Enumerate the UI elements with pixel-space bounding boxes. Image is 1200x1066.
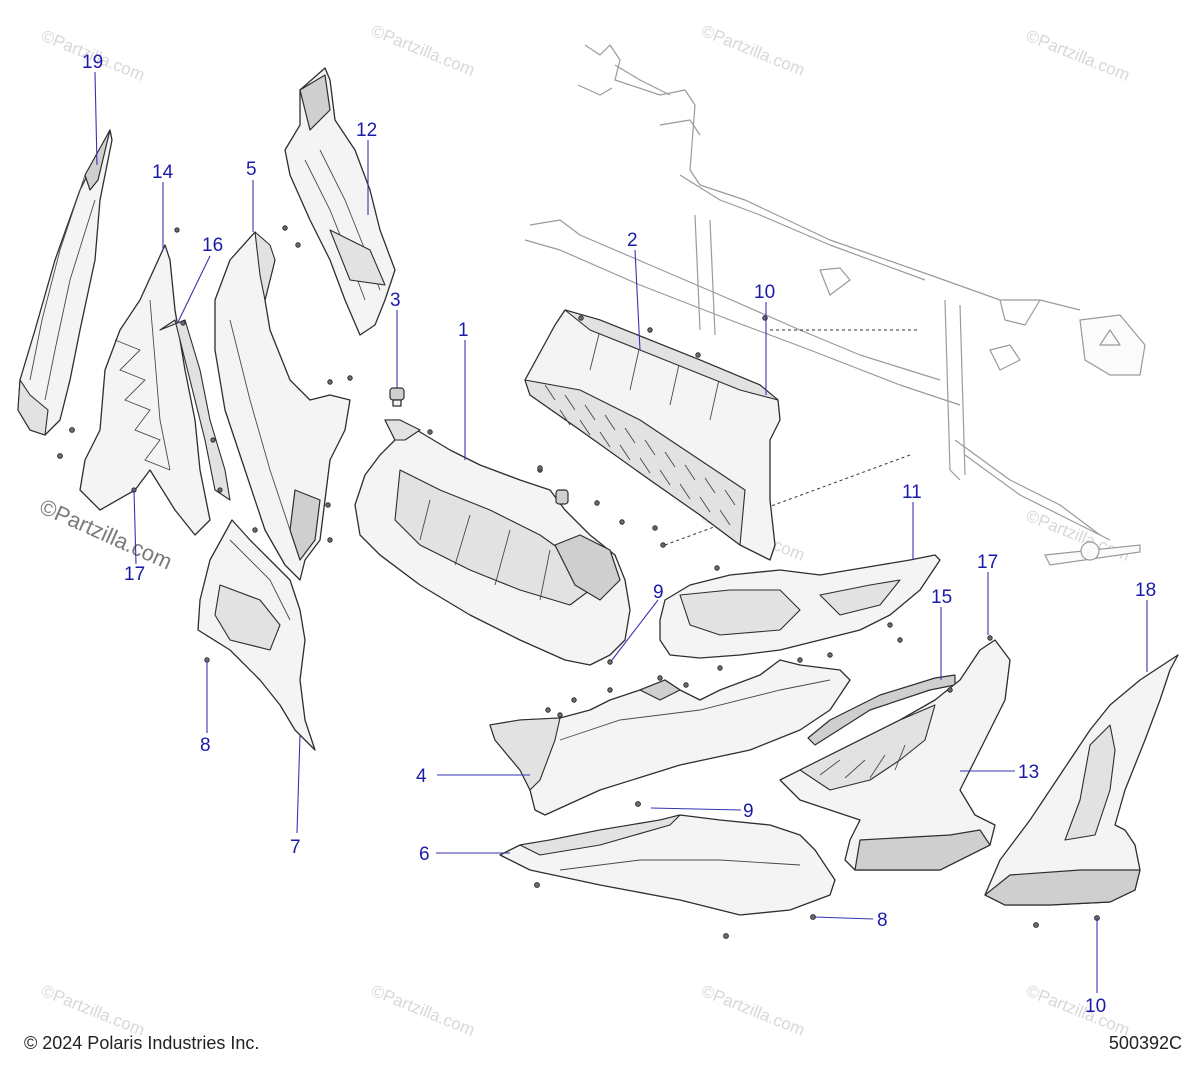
callout-3: 3 <box>390 290 401 311</box>
vehicle-frame <box>524 44 1146 566</box>
part-7-fender-flare <box>197 519 316 751</box>
callout-9: 9 <box>743 801 754 822</box>
part-19-side-panel <box>17 129 113 459</box>
callout-10: 10 <box>1085 996 1106 1017</box>
callout-17: 17 <box>977 552 998 573</box>
callout-6: 6 <box>419 844 430 865</box>
callout-5: 5 <box>246 159 257 180</box>
part-3-bumper <box>389 387 405 407</box>
callout-numbers: 19 14 16 5 12 3 1 2 10 11 17 15 18 9 4 8… <box>82 52 1156 1017</box>
callout-12: 12 <box>356 120 377 141</box>
callout-13: 13 <box>1018 762 1039 783</box>
callout-4: 4 <box>416 766 427 787</box>
drawing-number: 500392C <box>1108 1033 1182 1053</box>
part-15-strut <box>807 674 956 746</box>
callout-8: 8 <box>200 735 211 756</box>
callout-7: 7 <box>290 837 301 858</box>
callout-1: 1 <box>458 320 469 341</box>
part-6-skid-plate <box>499 801 836 939</box>
watermark: ©Partzilla.com <box>1024 981 1133 1040</box>
callout-11: 11 <box>902 482 922 503</box>
callout-15: 15 <box>931 587 952 608</box>
part-13-side-panel <box>779 635 1011 871</box>
copyright-notice: © 2024 Polaris Industries Inc. <box>24 1033 260 1053</box>
leader-lines <box>94 71 1148 993</box>
part-18-side-panel <box>984 654 1179 928</box>
watermark: ©Partzilla.com <box>369 21 478 80</box>
callout-8: 8 <box>877 910 888 931</box>
callout-16: 16 <box>202 235 223 256</box>
callout-14: 14 <box>152 162 174 183</box>
part-12-duct-panel <box>284 67 396 336</box>
callout-9: 9 <box>653 582 664 603</box>
part-1-shroud <box>354 419 666 666</box>
watermark: ©Partzilla.com <box>369 981 478 1040</box>
part-5-fender-panel <box>214 225 353 581</box>
callout-10: 10 <box>754 282 775 303</box>
watermark: ©Partzilla.com <box>699 981 808 1040</box>
callout-18: 18 <box>1135 580 1156 601</box>
watermark: ©Partzilla.com <box>1024 26 1133 85</box>
part-2-grille-box <box>524 309 781 561</box>
part-14-inner-panel <box>79 227 231 536</box>
watermark: ©Partzilla.com <box>699 21 808 80</box>
mount-line <box>664 454 911 546</box>
callout-2: 2 <box>627 230 638 251</box>
part-11-air-dam <box>659 554 941 659</box>
callout-17: 17 <box>124 564 145 585</box>
part-4-front-panel <box>489 652 851 816</box>
callout-19: 19 <box>82 52 103 73</box>
watermark: ©Partzilla.com <box>39 981 148 1040</box>
